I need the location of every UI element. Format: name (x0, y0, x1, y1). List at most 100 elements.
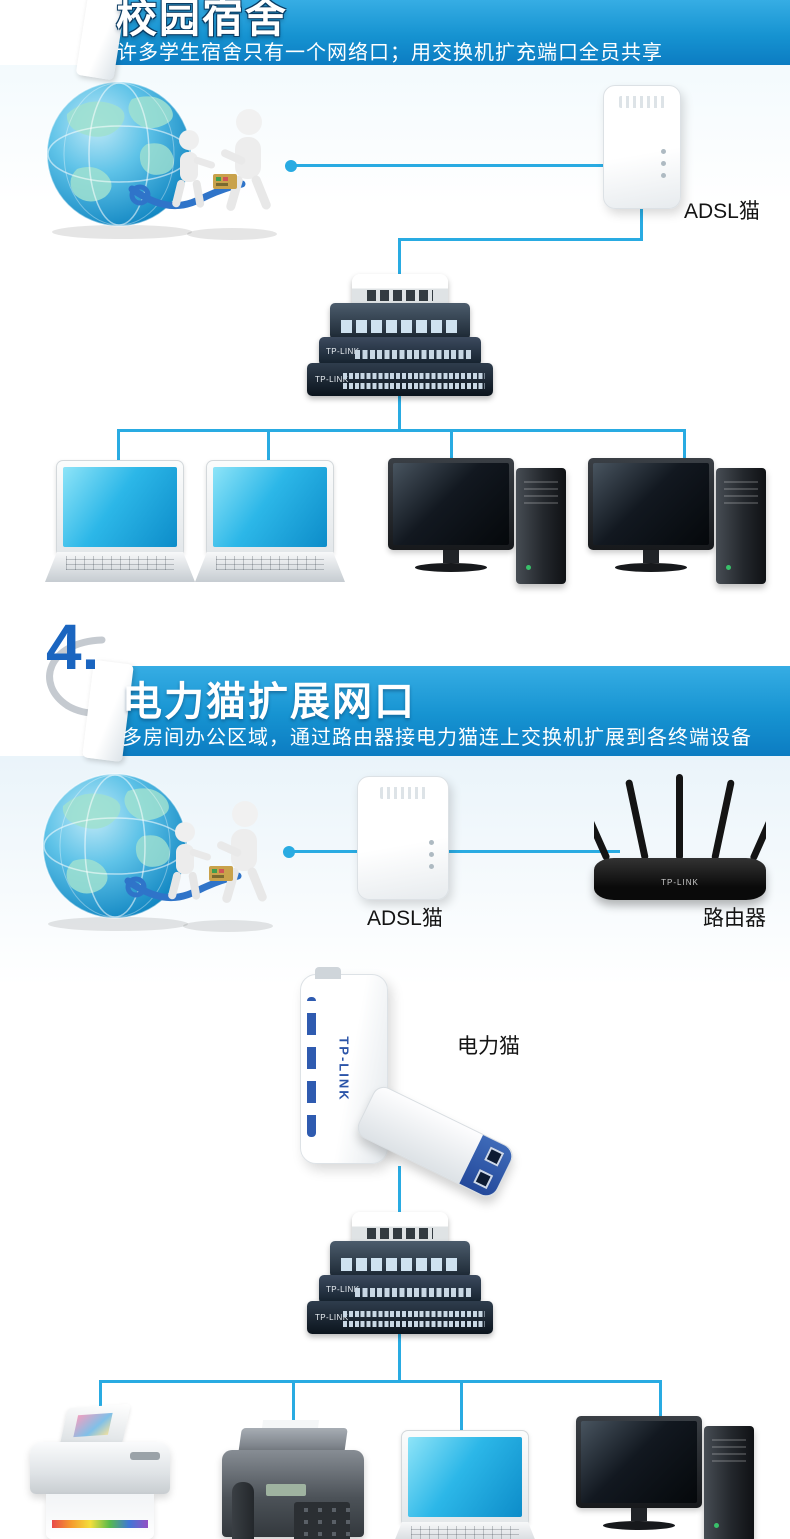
pc-tower-icon (704, 1426, 754, 1539)
printer-icon (30, 1403, 170, 1539)
router-icon: TP-LINK (594, 772, 766, 900)
internet-globe-people-illustration (32, 766, 284, 934)
brand-logo: TP-LINK (315, 375, 349, 384)
desktop-monitor-icon (588, 458, 714, 572)
adsl-modem-label: ADSL猫 (684, 200, 760, 223)
junction-dot (285, 160, 297, 172)
tower-power-led (526, 565, 531, 570)
adsl-modem-icon (357, 776, 449, 900)
brand-logo: TP-LINK (336, 1036, 352, 1102)
drop-line (450, 429, 453, 471)
laptop-screen (56, 460, 184, 554)
monitor-base (615, 563, 687, 572)
drop-line (267, 429, 270, 471)
laptop-icon (45, 460, 195, 582)
monitor-frame (388, 458, 514, 550)
port-row (343, 373, 485, 379)
modem-vents (619, 96, 665, 108)
section-number: 4. (46, 611, 100, 683)
printer-photo-paper (73, 1412, 113, 1438)
router-body: TP-LINK (594, 858, 766, 900)
port-row (355, 1288, 473, 1297)
drop-line (460, 1380, 463, 1430)
monitor-stand (643, 550, 659, 563)
switch-8port-icon (330, 1241, 470, 1278)
pc-tower-icon (716, 468, 766, 584)
monitor-frame (576, 1416, 702, 1508)
printer-color-strip (52, 1520, 148, 1528)
pc-tower-icon (516, 468, 566, 584)
distribution-line (99, 1380, 662, 1383)
switch-8port-icon (330, 303, 470, 340)
desktop-monitor-icon (576, 1416, 702, 1530)
drop-line (683, 429, 686, 471)
brand-logo: TP-LINK (326, 347, 360, 356)
connection-line (398, 396, 401, 431)
modem-led-lights (429, 864, 434, 869)
drop-line (292, 1380, 295, 1430)
junction-dot (283, 846, 295, 858)
switch-24port-icon: TP-LINK (307, 363, 493, 396)
ethernet-port (484, 1146, 505, 1167)
router-label: 路由器 (703, 907, 766, 930)
port-row (367, 290, 433, 301)
printer-body (30, 1442, 170, 1494)
laptop-display (213, 467, 327, 547)
switch-24port-icon: TP-LINK (307, 1301, 493, 1334)
port-row (341, 1258, 459, 1271)
port-row (343, 1311, 485, 1317)
port-row (341, 320, 459, 333)
laptop-keyboard (45, 552, 195, 582)
powerline-header-band (106, 666, 790, 756)
switch-16port-icon: TP-LINK (319, 1275, 481, 1304)
connection-line (398, 238, 643, 241)
port-row (343, 383, 485, 389)
modem-vents (380, 787, 426, 799)
monitor-base (415, 563, 487, 572)
tower-drive-slots (712, 1436, 746, 1462)
laptop-keys (411, 1526, 519, 1539)
drop-line (117, 429, 120, 465)
laptop-keys (66, 556, 174, 570)
brand-logo: TP-LINK (661, 878, 699, 887)
ethernet-port (473, 1169, 494, 1190)
modem-led-lights (661, 173, 666, 178)
tower-drive-slots (524, 478, 558, 504)
drop-line (659, 1380, 662, 1418)
laptop-display (63, 467, 177, 547)
printer-control-panel (130, 1452, 160, 1460)
adapter-vent-stripe (307, 997, 316, 1137)
connection-line (398, 1166, 401, 1214)
fax-body (222, 1450, 364, 1539)
connection-line (289, 850, 620, 853)
port-row (367, 1228, 433, 1239)
monitor-base (603, 1521, 675, 1530)
monitor-screen (593, 463, 709, 545)
switch-16port-icon: TP-LINK (319, 337, 481, 366)
powerline-section-subtitle: 多房间办公区域，通过路由器接电力猫连上交换机扩展到各终端设备 (122, 727, 752, 749)
connection-line (398, 1334, 401, 1382)
printer-output-paper (46, 1494, 154, 1539)
powerline-section-title: 电力猫扩展网口 (122, 680, 416, 724)
monitor-stand (443, 550, 459, 563)
brand-logo: TP-LINK (315, 1313, 349, 1322)
monitor-screen (393, 463, 509, 545)
distribution-line (117, 429, 686, 432)
port-row (355, 350, 473, 359)
switch-5port-icon (352, 1212, 448, 1244)
dorm-header-band (95, 0, 790, 65)
tower-drive-slots (724, 478, 758, 504)
connection-line (398, 238, 401, 276)
tower-power-led (714, 1523, 719, 1528)
port-row (343, 1321, 485, 1327)
fax-display (266, 1484, 306, 1496)
brand-logo: TP-LINK (326, 1285, 360, 1294)
tower-power-led (726, 565, 731, 570)
laptop-icon (390, 1430, 540, 1539)
laptop-keyboard (390, 1522, 540, 1539)
monitor-screen (581, 1421, 697, 1503)
fax-machine-icon (222, 1420, 364, 1539)
laptop-keys (216, 556, 324, 570)
laptop-keyboard (195, 552, 345, 582)
desktop-monitor-icon (388, 458, 514, 572)
